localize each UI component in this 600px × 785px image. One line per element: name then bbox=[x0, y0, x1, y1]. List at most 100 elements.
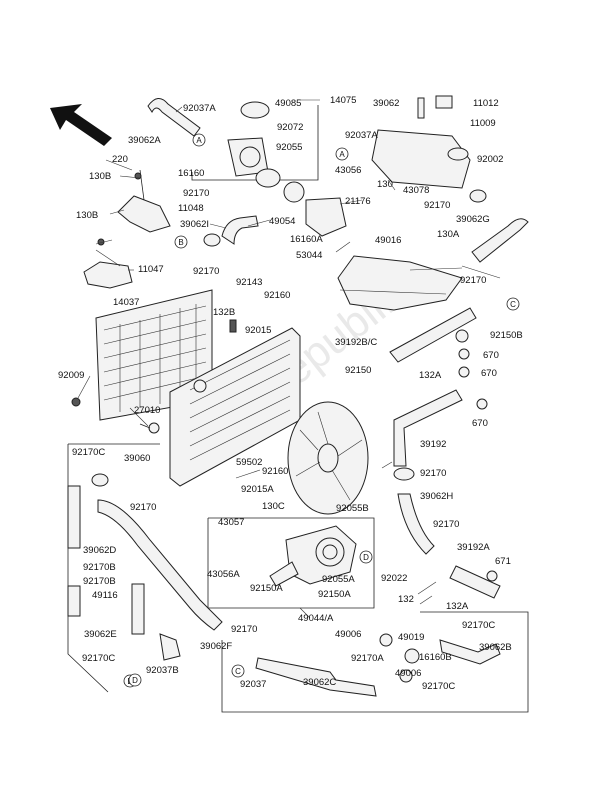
part-number-label: 130C bbox=[262, 501, 285, 512]
part-number-label: 49006 bbox=[335, 629, 361, 640]
part-number-label: 670 bbox=[483, 350, 499, 361]
part-number-label: 132A bbox=[446, 601, 469, 612]
part-number-label: 39062I bbox=[180, 219, 209, 230]
part-number-label: 92002 bbox=[477, 154, 503, 165]
part-number-label: 92170B bbox=[83, 562, 116, 573]
front-arrow-icon bbox=[50, 104, 112, 146]
part-number-label: 53044 bbox=[296, 250, 322, 261]
callout-letter: D bbox=[363, 553, 369, 562]
part-number-label: 670 bbox=[472, 418, 488, 429]
pipe-39192A-part bbox=[449, 565, 501, 599]
callout-circle bbox=[231, 664, 245, 678]
part-number-label: 39062G bbox=[456, 214, 490, 225]
callout-circle bbox=[359, 550, 373, 564]
part-number-label: 49116 bbox=[92, 590, 118, 601]
part-number-label: 132B bbox=[213, 307, 235, 318]
part-number-label: 11012 bbox=[473, 98, 499, 109]
part-number-label: 130B bbox=[89, 171, 111, 182]
pipe-39192BC-part bbox=[389, 307, 477, 378]
bypass-group-bracket bbox=[221, 611, 529, 713]
part-number-label: 92150 bbox=[345, 365, 371, 376]
part-number-label: 92015 bbox=[245, 325, 271, 336]
part-number-label: 92170C bbox=[82, 653, 115, 664]
part-number-label: 39062B bbox=[479, 642, 512, 653]
callout-circle bbox=[174, 235, 188, 249]
reservoir-hose-49116-part bbox=[67, 583, 181, 661]
callout-letter: D bbox=[132, 676, 138, 685]
part-number-label: 92009 bbox=[58, 370, 84, 381]
part-number-label: 92170 bbox=[231, 624, 257, 635]
hose-39062I-part bbox=[203, 215, 259, 247]
callout-letter: C bbox=[510, 300, 516, 309]
part-number-label: 92022 bbox=[381, 573, 407, 584]
part-number-label: 92143 bbox=[236, 277, 262, 288]
fan-shroud-49016-part bbox=[337, 255, 463, 311]
part-number-label: 130 bbox=[377, 179, 393, 190]
part-number-label: 92160 bbox=[262, 466, 288, 477]
bypass-hose-part bbox=[255, 633, 501, 697]
part-number-label: 11047 bbox=[138, 264, 164, 275]
part-number-label: 14037 bbox=[113, 297, 139, 308]
part-number-label: 92170 bbox=[433, 519, 459, 530]
part-number-label: 92150B bbox=[490, 330, 523, 341]
part-number-label: 49016 bbox=[375, 235, 401, 246]
hose-39062D-part bbox=[67, 485, 81, 549]
callout-marker: C bbox=[231, 664, 245, 678]
bracket-11048-part bbox=[117, 169, 171, 233]
part-number-label: 16160 bbox=[178, 168, 204, 179]
filler-neck-part bbox=[227, 101, 270, 177]
part-number-label: 92150A bbox=[250, 583, 283, 594]
part-number-label: 39060 bbox=[124, 453, 150, 464]
part-number-label: 92015A bbox=[241, 484, 274, 495]
part-number-label: 43057 bbox=[218, 517, 244, 528]
part-number-label: 92072 bbox=[277, 122, 303, 133]
callout-circle bbox=[128, 673, 142, 687]
part-number-label: 92037 bbox=[240, 679, 266, 690]
leader-lines bbox=[77, 99, 501, 619]
fan-switch-27010-part bbox=[139, 422, 160, 434]
part-number-label: 16160B bbox=[419, 652, 452, 663]
hose-39062A-part bbox=[147, 98, 201, 137]
part-number-label: 670 bbox=[481, 368, 497, 379]
callout-marker: A bbox=[192, 133, 206, 147]
part-number-label: 92170 bbox=[183, 188, 209, 199]
part-number-label: 92170 bbox=[460, 275, 486, 286]
pump-group-bracket bbox=[207, 517, 375, 609]
part-number-label: 92170C bbox=[422, 681, 455, 692]
part-number-label: 92170 bbox=[424, 200, 450, 211]
callout-marker: D bbox=[128, 673, 142, 687]
group-bracket-left bbox=[67, 444, 109, 693]
part-number-label: 671 bbox=[495, 556, 511, 567]
part-number-label: 39192B/C bbox=[335, 337, 377, 348]
part-number-label: 14075 bbox=[330, 95, 356, 106]
part-number-label: 11048 bbox=[178, 203, 204, 214]
radiator-part bbox=[95, 289, 301, 487]
part-number-label: 220 bbox=[112, 154, 128, 165]
callout-marker: C bbox=[506, 297, 520, 311]
part-number-label: 39062C bbox=[303, 677, 336, 688]
part-number-label: 49006 bbox=[395, 668, 421, 679]
callout-letter: A bbox=[339, 150, 345, 159]
part-number-label: 16160A bbox=[290, 234, 323, 245]
part-number-label: 132A bbox=[419, 370, 442, 381]
part-number-label: 39062 bbox=[373, 98, 399, 109]
callout-marker: B bbox=[174, 235, 188, 249]
part-number-label: 39192 bbox=[420, 439, 446, 450]
part-number-label: 92170 bbox=[130, 502, 156, 513]
part-number-label: 132 bbox=[398, 594, 414, 605]
part-number-label: 92170C bbox=[72, 447, 105, 458]
part-number-label: 92055A bbox=[322, 574, 355, 585]
part-number-label: 92037B bbox=[146, 665, 179, 676]
water-pump-part bbox=[269, 525, 357, 587]
part-number-label: 43078 bbox=[403, 185, 429, 196]
group-bracket-top bbox=[191, 105, 319, 181]
callout-circle bbox=[192, 133, 206, 147]
hose-39060-part bbox=[91, 473, 223, 631]
part-number-label: 92170B bbox=[83, 576, 116, 587]
thermostat-part bbox=[255, 168, 347, 237]
part-number-label: 92037A bbox=[345, 130, 378, 141]
part-number-label: 39062A bbox=[128, 135, 161, 146]
